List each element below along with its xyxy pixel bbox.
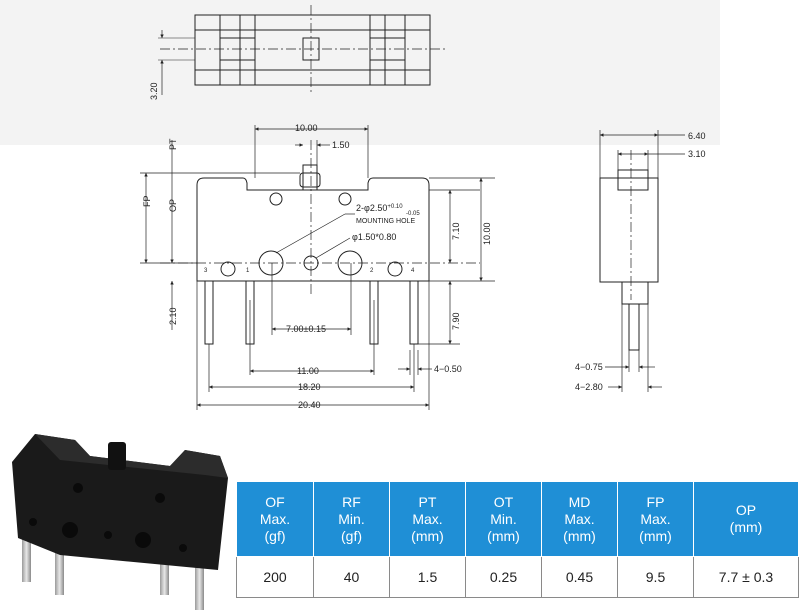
dim-11-00-label: 11.00 bbox=[297, 366, 319, 376]
mounting-hole-text: MOUNTING HOLE bbox=[356, 218, 415, 225]
spec-table: OF Max. (gf) RF Min. (gf) PT Max. (mm) O… bbox=[236, 481, 799, 598]
dim-2-10-label: 2.10 bbox=[168, 307, 178, 325]
header-fp: FP Max. (mm) bbox=[617, 481, 694, 557]
header-ot: OT Min. (mm) bbox=[465, 481, 542, 557]
pin-label-1: 1 bbox=[246, 268, 250, 274]
background-panel bbox=[0, 0, 720, 145]
value-pt: 1.5 bbox=[389, 556, 466, 598]
dim-10-00-right-label: 10.00 bbox=[482, 222, 492, 245]
dim-3-20-label: 3.20 bbox=[149, 82, 159, 100]
value-op: 7.7 ± 0.3 bbox=[693, 556, 799, 598]
dim-7-00-label: 7.00±0.15 bbox=[286, 324, 326, 334]
header-md: MD Max. (mm) bbox=[541, 481, 618, 557]
value-rf: 40 bbox=[313, 556, 390, 598]
dim-7-10-label: 7.10 bbox=[451, 222, 461, 240]
value-ot: 0.25 bbox=[465, 556, 542, 598]
dim-3-10-label: 3.10 bbox=[688, 149, 706, 159]
side-dimensions bbox=[599, 130, 685, 392]
header-of: OF Max. (gf) bbox=[236, 481, 314, 557]
dim-18-20-label: 18.20 bbox=[298, 382, 321, 392]
pt-label: PT bbox=[168, 138, 178, 150]
fp-label: FP bbox=[142, 195, 152, 207]
header-pt: PT Max. (mm) bbox=[389, 481, 466, 557]
small-hole-label: φ1.50*0.80 bbox=[352, 232, 396, 242]
side-view bbox=[599, 150, 659, 351]
mounting-hole-callout: 2-φ2.50+0.10 bbox=[356, 203, 403, 213]
spec-header-row: OF Max. (gf) RF Min. (gf) PT Max. (mm) O… bbox=[236, 481, 799, 557]
top-view bbox=[158, 5, 445, 95]
dim-1-50-label: 1.50 bbox=[332, 140, 350, 150]
mounting-hole-tol-lower: -0.05 bbox=[406, 211, 420, 217]
front-view bbox=[160, 140, 480, 345]
front-dimensions bbox=[140, 125, 495, 410]
dim-4-2-80-label: 4−2.80 bbox=[575, 382, 603, 392]
product-photo bbox=[12, 434, 228, 610]
dim-4-0-50-label: 4−0.50 bbox=[434, 364, 462, 374]
spec-value-row: 200 40 1.5 0.25 0.45 9.5 7.7 ± 0.3 bbox=[236, 556, 799, 598]
dim-4-0-75-label: 4−0.75 bbox=[575, 362, 603, 372]
value-fp: 9.5 bbox=[617, 556, 694, 598]
header-op: OP (mm) bbox=[693, 481, 799, 557]
op-label: OP bbox=[168, 199, 178, 212]
value-md: 0.45 bbox=[541, 556, 618, 598]
pin-label-2: 2 bbox=[370, 268, 374, 274]
header-rf: RF Min. (gf) bbox=[313, 481, 390, 557]
pin-label-4: 4 bbox=[411, 268, 415, 274]
dim-7-90-label: 7.90 bbox=[451, 312, 461, 330]
dim-10-00-top-label: 10.00 bbox=[295, 123, 318, 133]
dim-6-40-label: 6.40 bbox=[688, 131, 706, 141]
value-of: 200 bbox=[236, 556, 314, 598]
pin-label-3: 3 bbox=[204, 268, 208, 274]
technical-drawing: 3.20 bbox=[0, 0, 720, 410]
dim-20-40-label: 20.40 bbox=[298, 400, 321, 410]
